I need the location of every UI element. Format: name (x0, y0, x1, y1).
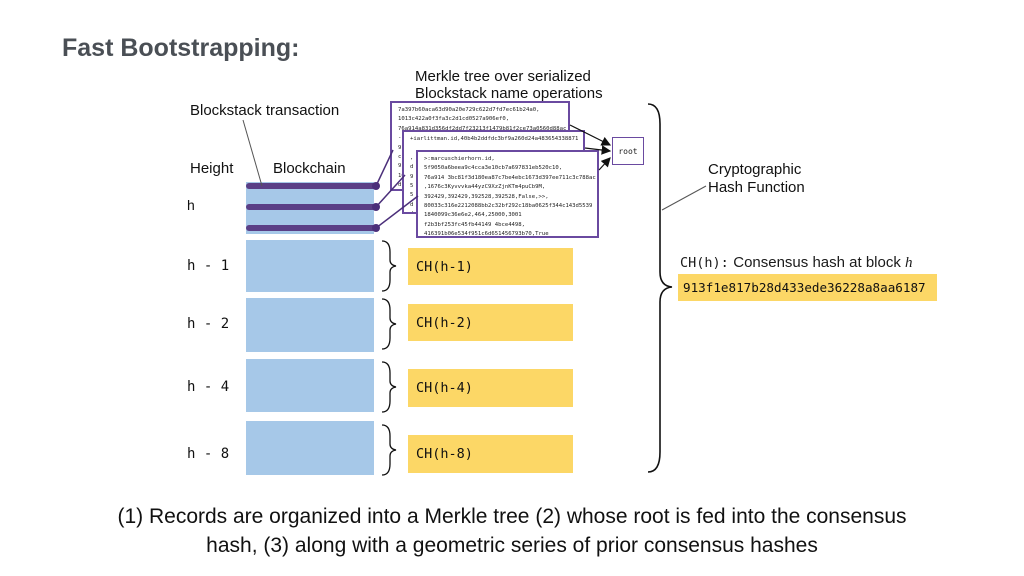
height-label-h: h (187, 197, 195, 213)
brace-h-1 (381, 240, 397, 292)
block-h-2 (246, 298, 374, 352)
transaction-pointer-line (242, 119, 263, 187)
transaction-bar-3 (246, 225, 376, 231)
tx-to-card-line-3 (375, 195, 419, 229)
merkle-tree-label-line2: Blockstack name operations (415, 85, 603, 102)
block-h-1 (246, 240, 374, 292)
prior-hash-h-1: CH(h-1) (408, 248, 573, 285)
card-to-root-arrow-3 (598, 157, 611, 171)
brace-h-2 (381, 298, 397, 350)
consensus-hash-text: Consensus hash at block (733, 254, 906, 271)
height-label-h-4: h - 4 (187, 379, 230, 395)
prior-hash-h-4: CH(h-4) (408, 369, 573, 407)
slide-title: Fast Bootstrapping: (62, 34, 300, 62)
crypto-pointer-line (661, 185, 707, 211)
crypto-hash-label-line2: Hash Function (708, 179, 805, 196)
height-header: Height (190, 160, 234, 177)
prior-hash-h-8: CH(h-8) (408, 435, 573, 473)
caption-line-1: (1) Records are organized into a Merkle … (117, 505, 907, 528)
card-to-root-arrow-1 (569, 124, 612, 146)
consensus-hash-prefix: CH(h): (680, 255, 729, 271)
caption-line-2: hash, (3) along with a geometric series … (206, 534, 818, 557)
transaction-bar-1 (246, 183, 376, 189)
block-h-8 (246, 421, 374, 475)
merkle-root-box: root (612, 137, 644, 165)
tx-to-card-line-1 (375, 149, 394, 187)
blockstack-transaction-label: Blockstack transaction (190, 102, 340, 119)
consensus-hash-value: 913f1e817b28d433ede36228a8aa6187 (678, 274, 937, 301)
consensus-hash-label: CH(h): Consensus hash at block h (680, 254, 913, 272)
height-label-h-1: h - 1 (187, 258, 230, 274)
card-to-root-arrow-2 (584, 145, 612, 155)
merkle-tree-label-line1: Merkle tree over serialized (415, 68, 591, 85)
brace-h-4 (381, 361, 397, 413)
brace-h-8 (381, 424, 397, 476)
block-h-4 (246, 359, 374, 412)
consensus-hash-variable: h (905, 255, 913, 271)
large-brace (647, 103, 673, 473)
operation-card-front: >:marcuschierhorn.id, 5f9050a6beea9c4cca… (416, 150, 599, 238)
transaction-bar-2 (246, 204, 376, 210)
height-label-h-2: h - 2 (187, 316, 230, 332)
height-label-h-8: h - 8 (187, 446, 230, 462)
crypto-hash-label-line1: Cryptographic (708, 161, 802, 178)
tx-to-card-line-2 (375, 174, 406, 208)
blockchain-header: Blockchain (273, 160, 346, 177)
prior-hash-h-2: CH(h-2) (408, 304, 573, 341)
